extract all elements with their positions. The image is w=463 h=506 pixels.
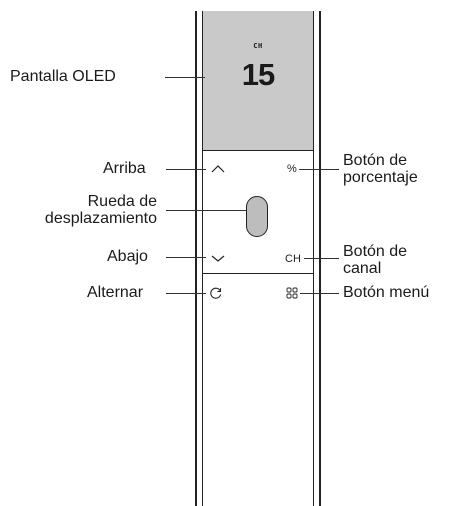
scroll-wheel[interactable]: [246, 196, 268, 237]
leader-toggle: [166, 293, 206, 294]
chevron-up-icon[interactable]: [210, 164, 226, 174]
chevron-down-icon[interactable]: [210, 253, 226, 263]
leader-up: [166, 169, 206, 170]
screen-bottom-edge: [203, 150, 313, 151]
percent-button[interactable]: %: [287, 163, 297, 175]
label-channel-line2: canal: [343, 260, 382, 277]
label-up: Arriba: [103, 160, 146, 177]
leader-channel: [304, 258, 339, 259]
leader-oled: [165, 77, 205, 78]
channel-button[interactable]: CH: [285, 253, 301, 265]
label-down: Abajo: [107, 248, 148, 265]
leader-down: [166, 257, 206, 258]
grid-menu-icon[interactable]: [286, 287, 298, 299]
label-wheel-line2: desplazamiento: [44, 210, 157, 227]
screen-value: 15: [241, 57, 275, 92]
screen-caption: CH: [253, 42, 263, 50]
leader-menu: [300, 293, 339, 294]
label-oled-screen: Pantalla OLED: [10, 68, 116, 85]
label-percent-line1: Botón de: [343, 152, 408, 169]
label-channel-line1: Botón de: [343, 243, 408, 260]
panel-divider: [203, 273, 313, 274]
leader-percent: [299, 169, 339, 170]
label-menu: Botón menú: [343, 284, 430, 301]
oled-screen: [203, 11, 313, 150]
label-toggle: Alternar: [87, 284, 144, 301]
label-wheel-line1: Rueda de: [87, 193, 157, 210]
refresh-icon[interactable]: [209, 286, 223, 300]
label-percent-line2: porcentaje: [343, 169, 418, 186]
leader-wheel: [166, 210, 246, 211]
